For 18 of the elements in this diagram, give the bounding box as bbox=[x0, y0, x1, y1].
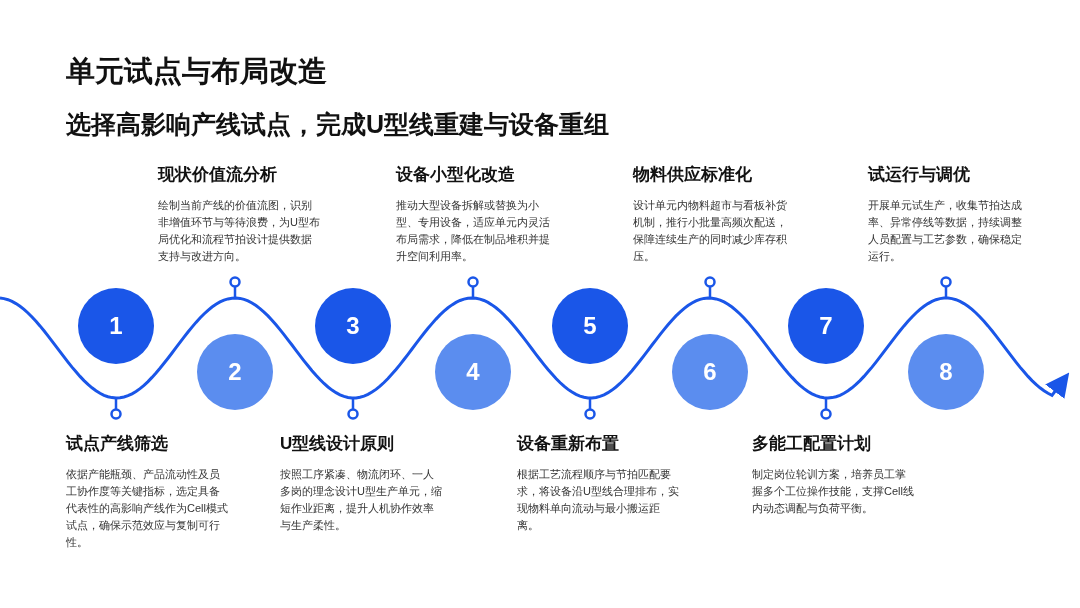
step-description: 按照工序紧凑、物流闭环、一人多岗的理念设计U型生产单元，缩短作业距离，提升人机协作效率与生产柔性。 bbox=[280, 467, 442, 533]
step-description: 制定岗位轮训方案，培养员工掌握多个工位操作技能，支撑Cell线内动态调配与负荷平衡。 bbox=[752, 467, 914, 516]
subtitle: 选择高影响产线试点，完成U型线重建与设备重组 bbox=[66, 109, 610, 140]
step-heading: 现状价值流分析 bbox=[158, 164, 278, 186]
step-heading: 试点产线筛选 bbox=[66, 433, 169, 455]
step-description: 设计单元内物料超市与看板补货机制，推行小批量高频次配送，保障连续生产的同时减少库存积压。 bbox=[633, 198, 788, 264]
step-heading: 试运行与调优 bbox=[868, 164, 971, 186]
title: 单元试点与布局改造 bbox=[66, 54, 327, 89]
step-heading: 设备小型化改造 bbox=[396, 164, 516, 186]
step-description: 推动大型设备拆解或替换为小型、专用设备，适应单元内灵活布局需求，降低在制品堆积并提升空间利用率。 bbox=[396, 198, 551, 264]
step-heading: U型线设计原则 bbox=[280, 433, 396, 455]
step-description: 依据产能瓶颈、产品流动性及员工协作度等关键指标，选定具备代表性的高影响产线作为Cell模式试点，确保示范效应与复制可行性。 bbox=[66, 467, 228, 550]
step-description: 开展单元试生产，收集节拍达成率、异常停线等数据，持续调整人员配置与工艺参数，确保稳定运行。 bbox=[868, 198, 1023, 264]
step-description: 绘制当前产线的价值流图，识别非增值环节与等待浪费，为U型布局优化和流程节拍设计提供数据支持与改进方向。 bbox=[158, 198, 320, 264]
step-heading: 设备重新布置 bbox=[517, 433, 620, 455]
step-heading: 多能工配置计划 bbox=[752, 433, 872, 455]
step-description: 根据工艺流程顺序与节拍匹配要求，将设备沿U型线合理排布，实现物料单向流动与最小搬运距离。 bbox=[517, 467, 679, 533]
step-heading: 物料供应标准化 bbox=[633, 164, 753, 186]
